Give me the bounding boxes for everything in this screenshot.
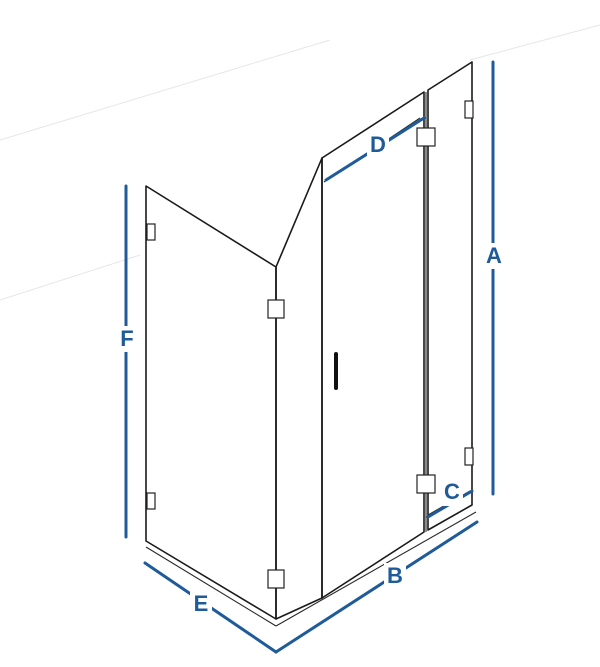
background-guides — [0, 24, 600, 301]
dimension-d-label: D — [370, 132, 386, 157]
base-outline — [275, 511, 477, 627]
dimension-f-label: F — [120, 326, 133, 351]
door-panel — [321, 91, 425, 599]
dimension-labels: A F D C B E — [116, 132, 504, 618]
hinges — [146, 100, 474, 589]
dimension-b-line — [274, 520, 479, 654]
dimension-a-label: A — [486, 243, 502, 268]
side-panel — [145, 185, 277, 627]
dimension-lines — [124, 60, 495, 654]
hinge-icon — [464, 100, 474, 119]
dimension-e-label: E — [194, 591, 209, 616]
angled-panel — [275, 157, 323, 620]
hinge-icon — [416, 474, 436, 494]
dimension-b-label: B — [387, 563, 403, 588]
hinge-icon — [146, 492, 156, 510]
hinge-icon — [267, 299, 285, 319]
hinge-icon — [464, 447, 474, 466]
hinge-icon — [416, 127, 436, 147]
hinge-icon — [146, 223, 156, 241]
dimension-c-label: C — [444, 479, 460, 504]
hinge-icon — [267, 569, 285, 589]
